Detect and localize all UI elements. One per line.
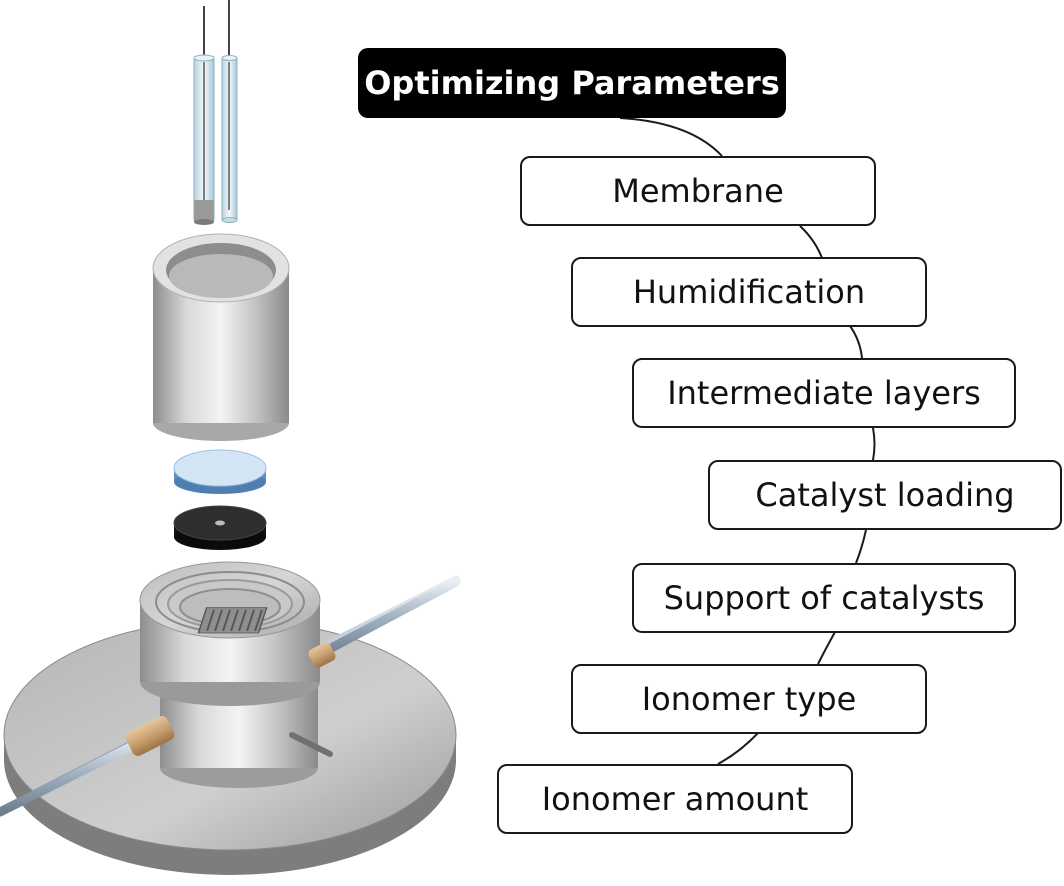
- parameter-box-membrane: Membrane: [520, 156, 876, 226]
- parameter-box-support-of-catalysts: Support of catalysts: [632, 563, 1016, 633]
- parameter-box-catalyst-loading: Catalyst loading: [708, 460, 1062, 530]
- side-pin: [289, 732, 333, 757]
- parameter-box-ionomer-type: Ionomer type: [571, 664, 927, 734]
- reference-electrodes: [193, 0, 238, 225]
- parameter-box-ionomer-amount: Ionomer amount: [497, 764, 853, 834]
- parameter-label: Intermediate layers: [667, 374, 981, 412]
- title-box: Optimizing Parameters: [358, 48, 786, 118]
- parameter-label: Support of catalysts: [663, 579, 985, 617]
- brass-fitting-right: [308, 642, 336, 668]
- parameter-label: Ionomer type: [641, 680, 857, 718]
- membrane-disc: [173, 449, 267, 494]
- brass-fitting-left: [125, 716, 175, 756]
- hollow-cylinder: [152, 233, 290, 441]
- title-label: Optimizing Parameters: [364, 64, 780, 102]
- black-gasket: [173, 505, 267, 550]
- feed-rod-front: [0, 577, 461, 817]
- parameter-label: Humidification: [632, 273, 866, 311]
- parameter-label: Ionomer amount: [541, 780, 809, 818]
- parameter-box-humidification: Humidification: [571, 257, 927, 327]
- parameter-label: Catalyst loading: [755, 476, 1015, 514]
- electrode-pattern: [197, 607, 268, 634]
- upper-housing: [139, 561, 321, 706]
- parameter-box-intermediate-layers: Intermediate layers: [632, 358, 1016, 428]
- parameter-label: Membrane: [612, 172, 784, 210]
